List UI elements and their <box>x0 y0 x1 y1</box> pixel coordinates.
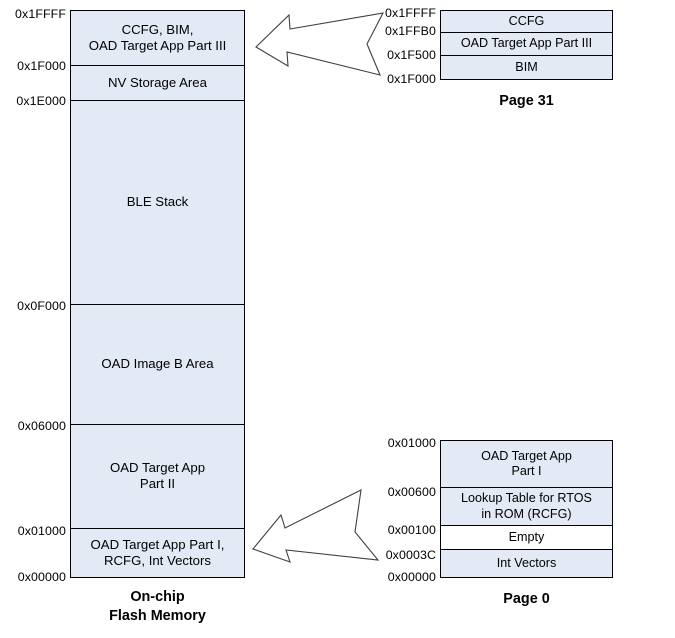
flash-address-label: 0x1F000 <box>17 59 66 73</box>
page31-caption: Page 31 <box>499 93 554 109</box>
page0-address-label: 0x01000 <box>387 436 436 450</box>
page0-address-label: 0x00000 <box>387 570 436 584</box>
flash-region-label: OAD Target App Part II <box>109 460 206 492</box>
page31-region-label: OAD Target App Part III <box>460 36 593 51</box>
page0-region-oad-target-app-part1: OAD Target App Part I <box>441 441 612 489</box>
page31-box: CCFG OAD Target App Part III BIM <box>440 10 613 80</box>
flash-region-label: NV Storage Area <box>108 74 207 90</box>
page31-address-label: 0x1FFB0 <box>385 24 436 38</box>
flash-region-label: OAD Target App Part I, RCFG, Int Vectors <box>90 536 225 569</box>
flash-address-label: 0x1E000 <box>16 94 66 108</box>
flash-region-ble-stack: BLE Stack <box>71 100 244 305</box>
page0-box: OAD Target App Part I Lookup Table for R… <box>440 440 613 578</box>
page0-address-axis: 0x01000 0x00600 0x00100 0x0003C 0x00000 <box>374 0 436 638</box>
page0-region-int-vectors: Int Vectors <box>441 550 612 577</box>
page0-caption: Page 0 <box>503 591 550 607</box>
flash-region-label: BLE Stack <box>126 194 189 210</box>
flash-address-label: 0x06000 <box>17 419 66 433</box>
flash-region-oad-target-app-part1: OAD Target App Part I, RCFG, Int Vectors <box>71 529 244 577</box>
flash-memory-box: CCFG, BIM, OAD Target App Part III NV St… <box>70 10 245 578</box>
flash-address-label: 0x0F000 <box>17 299 66 313</box>
page0-address-label: 0x0003C <box>385 548 436 562</box>
arrow-page0-to-flash-icon <box>252 489 380 563</box>
page31-region-bim: BIM <box>441 56 612 79</box>
page31-address-label: 0x1FFFF <box>385 6 436 20</box>
flash-region-nv-storage: NV Storage Area <box>71 65 244 101</box>
flash-address-label: 0x01000 <box>17 524 66 538</box>
page31-region-oad-target-app-part3: OAD Target App Part III <box>441 33 612 56</box>
page0-address-label: 0x00600 <box>387 485 436 499</box>
flash-region-label: CCFG, BIM, OAD Target App Part III <box>88 21 227 53</box>
flash-address-label: 0x1FFFF <box>15 7 66 21</box>
page31-region-label: CCFG <box>508 13 545 28</box>
page0-region-label: Int Vectors <box>496 555 557 570</box>
page31-region-label: BIM <box>515 59 538 74</box>
page31-address-label: 0x1F500 <box>387 48 436 62</box>
flash-address-axis: 0x1FFFF 0x1F000 0x1E000 0x0F000 0x06000 … <box>0 0 66 638</box>
page0-region-label: Lookup Table for RTOS in ROM (RCFG) <box>461 490 592 521</box>
page31-region-ccfg: CCFG <box>441 11 612 33</box>
flash-region-oad-image-b: OAD Image B Area <box>71 304 244 425</box>
flash-region-label: OAD Image B Area <box>101 356 214 372</box>
page31-address-label: 0x1F000 <box>387 72 436 86</box>
page0-region-empty: Empty <box>441 525 612 551</box>
page0-region-lookup-table-rcfg: Lookup Table for RTOS in ROM (RCFG) <box>441 488 612 526</box>
page31-address-axis: 0x1FFFF 0x1FFB0 0x1F500 0x1F000 <box>374 0 436 638</box>
arrow-page31-to-flash-icon <box>255 12 384 76</box>
flash-region-ccfg-bim-part3: CCFG, BIM, OAD Target App Part III <box>71 11 244 66</box>
flash-memory-caption: On-chip Flash Memory <box>109 589 206 624</box>
flash-region-oad-target-app-part2: OAD Target App Part II <box>71 424 244 530</box>
page0-region-label: Empty <box>508 529 545 544</box>
page0-region-label: OAD Target App Part I <box>481 448 572 479</box>
flash-address-label: 0x00000 <box>17 570 66 584</box>
page0-address-label: 0x00100 <box>387 523 436 537</box>
